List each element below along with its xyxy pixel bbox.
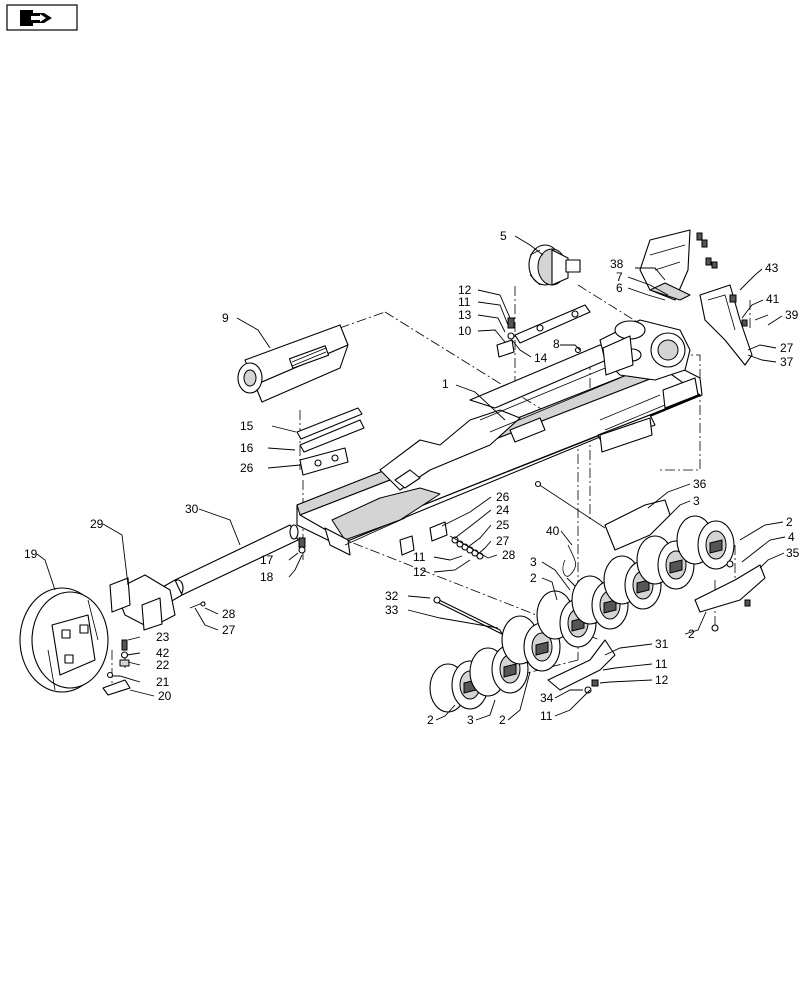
label-35: 35: [786, 546, 800, 560]
side-plates: [599, 377, 699, 453]
label-18: 18: [260, 570, 274, 584]
label-14: 14: [534, 351, 548, 365]
label-10: 10: [458, 324, 472, 338]
label-34: 34: [540, 691, 554, 705]
label-29: 29: [90, 517, 104, 531]
leader-lines: [36, 235, 786, 721]
label-16: 16: [240, 441, 254, 455]
label-26-mid: 26: [496, 490, 510, 504]
rear-bracket: [699, 284, 769, 366]
label-31: 31: [655, 637, 669, 651]
label-2-mid: 2: [530, 571, 537, 585]
idler-wheel: [19, 587, 109, 693]
label-30: 30: [185, 502, 199, 516]
idler-yoke: [109, 574, 206, 631]
label-28-left: 28: [222, 607, 236, 621]
label-3-bottom: 3: [467, 713, 474, 727]
next-page-button[interactable]: [6, 4, 78, 31]
roller-guards: [547, 499, 766, 694]
adjuster-kit: [399, 521, 489, 560]
label-37: 37: [780, 355, 794, 369]
label-41: 41: [766, 292, 780, 306]
tensioner-housing: [237, 324, 349, 403]
track-roller-5: [571, 575, 629, 630]
label-15: 15: [240, 419, 254, 433]
label-26-left: 26: [240, 461, 254, 475]
label-2-far-right: 2: [688, 627, 695, 641]
idler-fasteners: [102, 639, 131, 696]
label-12-lower: 12: [655, 673, 669, 687]
track-roller-7: [636, 535, 695, 590]
drive-support: [599, 319, 691, 381]
label-3-right: 3: [693, 494, 700, 508]
label-24: 24: [496, 503, 510, 517]
label-20: 20: [158, 689, 172, 703]
label-39: 39: [785, 308, 799, 322]
guard-bracket: [639, 229, 718, 301]
next-page-arrow-icon: [20, 10, 52, 26]
label-38: 38: [610, 257, 624, 271]
u-bolt: [562, 544, 577, 577]
travel-motor: [528, 244, 581, 286]
label-9: 9: [222, 311, 229, 325]
label-3-mid: 3: [530, 555, 537, 569]
label-13: 13: [458, 308, 472, 322]
label-40: 40: [546, 524, 560, 538]
track-roller-8: [676, 515, 735, 570]
guard-rod: [534, 480, 606, 529]
label-4: 4: [788, 530, 795, 544]
label-42: 42: [156, 646, 170, 660]
label-27-left: 27: [222, 623, 236, 637]
label-2-bottom-mid: 2: [499, 713, 506, 727]
label-27-mid: 27: [496, 534, 510, 548]
label-27-upper: 27: [780, 341, 794, 355]
label-23: 23: [156, 630, 170, 644]
label-8: 8: [553, 337, 560, 351]
label-12-mid: 12: [413, 565, 427, 579]
label-5: 5: [500, 229, 507, 243]
label-11-lower: 11: [655, 657, 668, 671]
label-2-right: 2: [786, 515, 793, 529]
label-25: 25: [496, 518, 510, 532]
label-32: 32: [385, 589, 399, 603]
label-28-mid: 28: [502, 548, 516, 562]
label-17: 17: [260, 553, 274, 567]
wear-plates: [296, 407, 365, 476]
label-33: 33: [385, 603, 399, 617]
part-labels: 5 9 1 38 7 6 43 41 39 27 37 12 11 13 10 …: [24, 229, 800, 727]
label-11-mid: 11: [413, 550, 426, 564]
label-1: 1: [442, 377, 449, 391]
label-6: 6: [616, 281, 623, 295]
label-43: 43: [765, 261, 779, 275]
label-2-bottom-left: 2: [427, 713, 434, 727]
label-12-upper: 12: [458, 283, 472, 297]
label-36: 36: [693, 477, 707, 491]
upper-bracket: [496, 304, 591, 358]
label-7: 7: [616, 270, 623, 284]
track-frame: [296, 344, 703, 556]
label-21: 21: [156, 675, 170, 689]
label-19: 19: [24, 547, 38, 561]
label-11-bottom: 11: [540, 709, 553, 723]
guide-rod: [433, 596, 503, 635]
label-22: 22: [156, 658, 170, 672]
track-roller-4: [536, 590, 597, 648]
grease-fitting: [298, 537, 306, 554]
label-11-upper: 11: [458, 295, 471, 309]
